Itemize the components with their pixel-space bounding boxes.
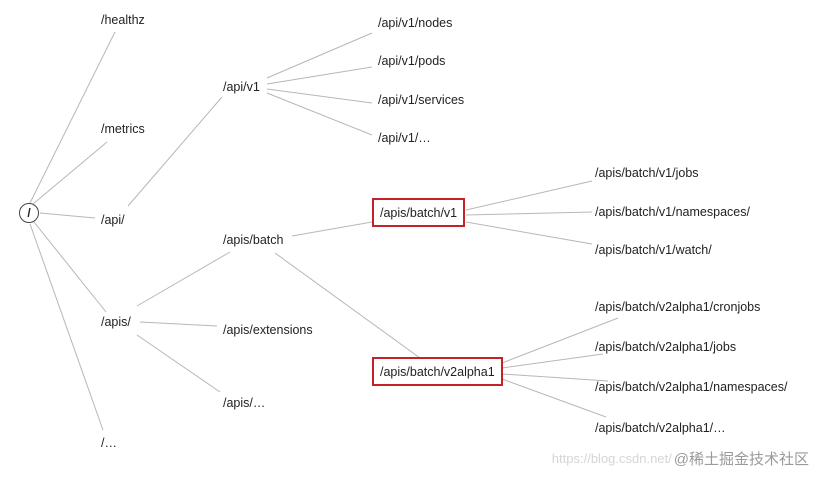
node-batch-v1-jobs: /apis/batch/v1/jobs [595, 166, 699, 180]
node-api-v1-ellipsis: /api/v1/… [378, 131, 431, 145]
node-apis-extensions: /apis/extensions [223, 323, 313, 337]
node-batch-v1-label: /apis/batch/v1 [380, 205, 458, 220]
node-metrics: /metrics [101, 122, 145, 136]
edge-root-healthz [29, 31, 116, 204]
node-api-v1-pods: /api/v1/pods [378, 54, 446, 68]
edge-apis-batch [136, 251, 231, 307]
edge-root-api [39, 212, 96, 219]
watermark-url: https://blog.csdn.net/ [551, 451, 672, 466]
node-batch-v2alpha1-highlighted: /apis/batch/v2alpha1 [372, 357, 503, 386]
node-api-v1-nodes: /api/v1/nodes [378, 16, 453, 30]
node-ellipsis: /… [101, 436, 117, 450]
edge-apis-ellipsis [136, 334, 221, 393]
node-apis: /apis/ [101, 315, 131, 329]
node-batch-v2-jobs: /apis/batch/v2alpha1/jobs [595, 340, 737, 354]
edge-v1-ellipsis [266, 92, 373, 136]
node-batch-v2alpha1-label: /apis/batch/v2alpha1 [380, 364, 495, 379]
node-batch-v1-highlighted: /apis/batch/v1 [372, 198, 466, 227]
edge-batchv2-jobs [501, 353, 604, 369]
node-api-v1: /api/v1 [223, 80, 260, 94]
node-api-v1-services: /api/v1/services [378, 93, 465, 107]
edge-v1-nodes [266, 32, 373, 79]
edge-batch-v1 [291, 221, 373, 237]
edge-batchv2-namespaces [501, 373, 609, 382]
edge-root-metrics [32, 141, 108, 205]
node-api: /api/ [101, 213, 125, 227]
root-node: / [19, 203, 39, 223]
edge-batch-v2alpha1 [274, 252, 421, 359]
edge-batchv1-jobs [465, 180, 593, 211]
node-batch-v2-ellipsis: /apis/batch/v2alpha1/… [595, 421, 726, 435]
edge-root-ellipsis [29, 223, 104, 431]
node-batch-v2-cronjobs: /apis/batch/v2alpha1/cronjobs [595, 300, 761, 314]
edge-root-apis [33, 221, 107, 313]
edge-batchv1-watch [465, 221, 593, 245]
edge-v1-pods [266, 66, 373, 85]
edge-v1-services [266, 88, 373, 104]
edge-apis-extensions [139, 321, 218, 327]
node-apis-ellipsis: /apis/… [223, 396, 266, 410]
watermark: https://blog.csdn.net/ @稀土掘金技术社区 [552, 448, 809, 469]
edge-api-v1 [127, 96, 223, 207]
node-batch-v2-namespaces: /apis/batch/v2alpha1/namespaces/ [595, 380, 788, 394]
node-healthz: /healthz [101, 13, 145, 27]
edge-batchv2-ellipsis [501, 378, 607, 418]
edge-batchv2-cronjobs [501, 317, 619, 364]
edge-batchv1-namespaces [465, 211, 593, 216]
node-batch-v1-watch: /apis/batch/v1/watch/ [595, 243, 712, 257]
node-batch-v1-namespaces: /apis/batch/v1/namespaces/ [595, 205, 750, 219]
node-apis-batch: /apis/batch [223, 233, 284, 247]
watermark-brand: @稀土掘金技术社区 [673, 451, 809, 468]
